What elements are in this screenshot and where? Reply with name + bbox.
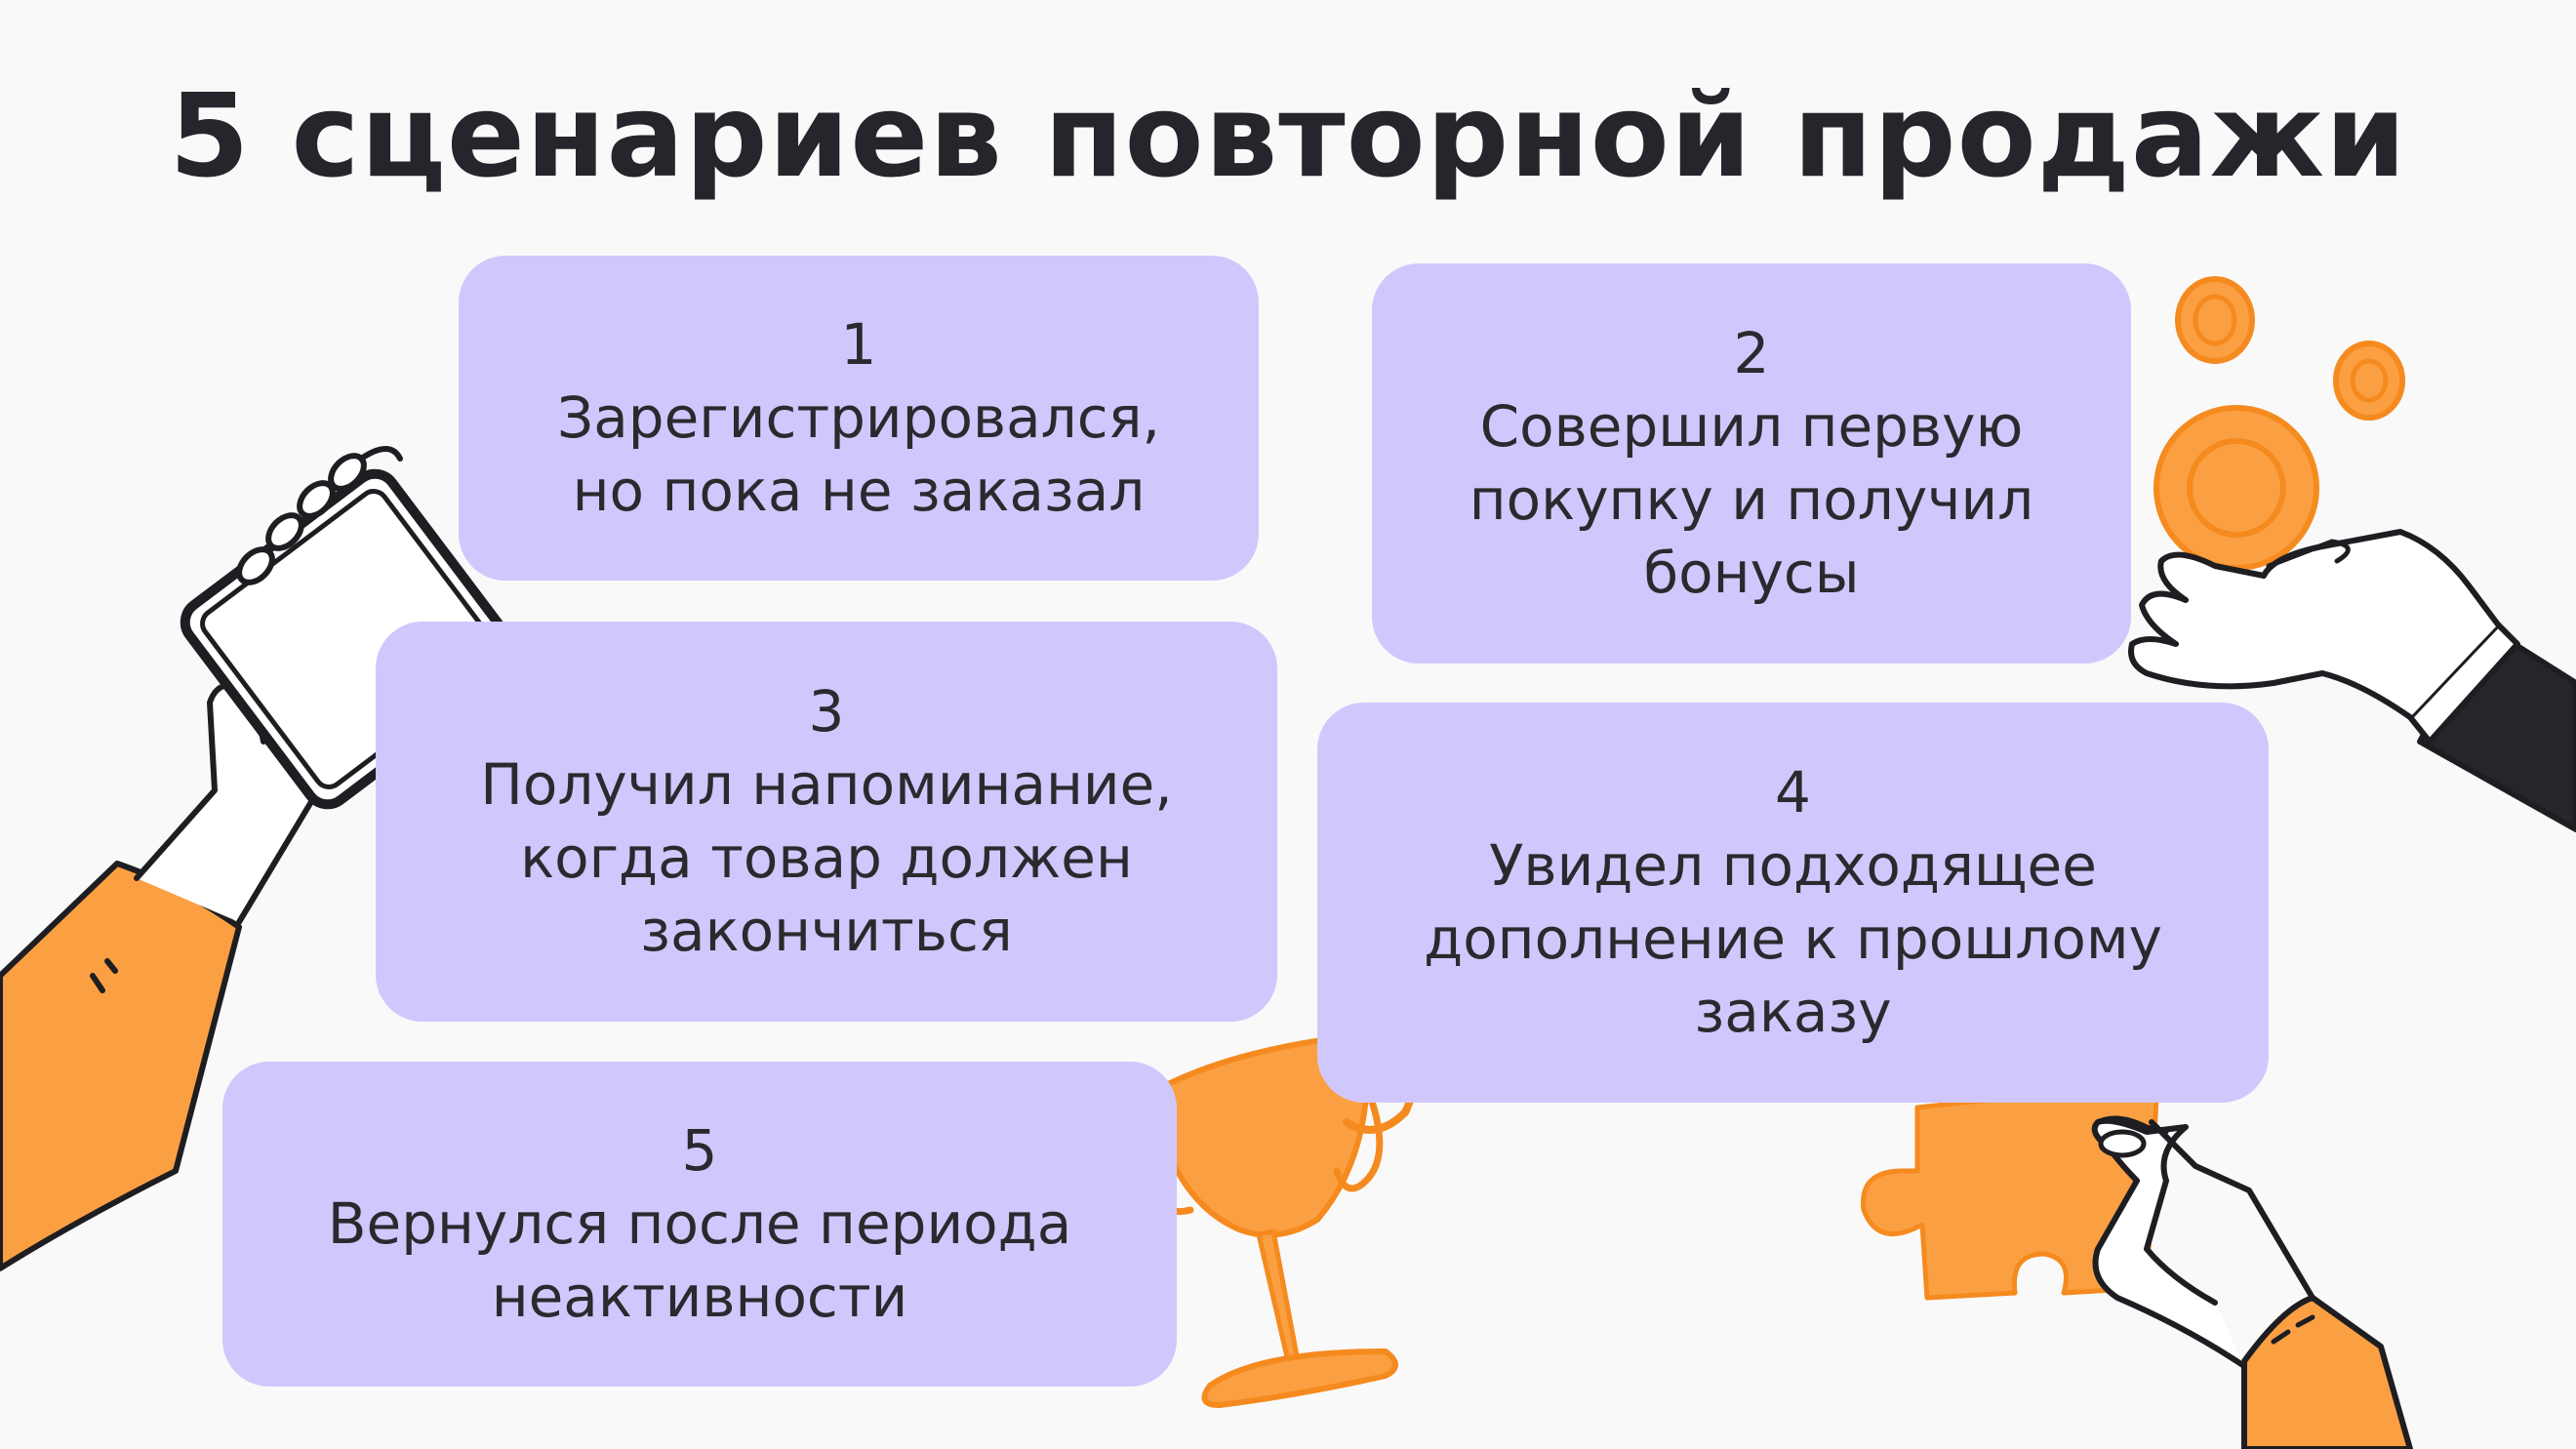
scenario-text: Увидел подходящее дополнение к прошлому … — [1424, 832, 2162, 1045]
scenario-card-2: 2 Совершил первую покупку и получил бону… — [1372, 263, 2131, 664]
scenario-number: 1 — [840, 311, 877, 378]
scenario-card-4: 4 Увидел подходящее дополнение к прошлом… — [1317, 703, 2269, 1103]
scenario-text: Совершил первую покупку и получил бонусы — [1469, 393, 2034, 606]
scenario-card-1: 1 Зарегистрировался, но пока не заказал — [459, 256, 1259, 581]
scenario-text: Зарегистрировался, но пока не заказал — [557, 384, 1160, 524]
scenario-card-5: 5 Вернулся после периода неактивности — [222, 1062, 1177, 1387]
scenario-number: 3 — [808, 678, 845, 745]
scenario-number: 2 — [1733, 320, 1770, 386]
trophy-cup-icon — [1086, 1028, 1416, 1408]
page-title: 5 сценариев повторной продажи — [169, 68, 2407, 203]
scenario-card-3: 3 Получил напоминание, когда товар долже… — [376, 622, 1277, 1022]
scenario-number: 4 — [1775, 759, 1811, 825]
scenario-text: Получил напоминание, когда товар должен … — [480, 751, 1173, 964]
hand-with-puzzle-piece-icon — [1861, 1041, 2413, 1449]
hand-with-coins-icon — [2128, 276, 2576, 832]
scenario-text: Вернулся после периода неактивности — [327, 1190, 1072, 1330]
scenario-number: 5 — [681, 1117, 718, 1184]
